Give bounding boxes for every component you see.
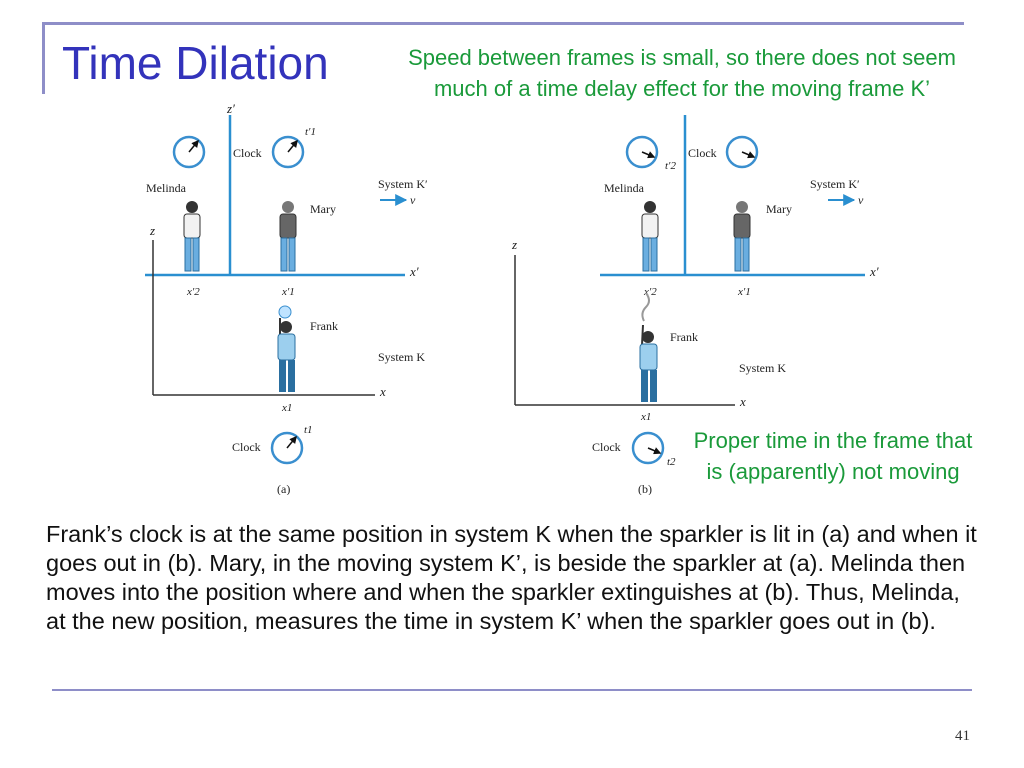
panel-b-melinda-label: Melinda <box>604 181 645 195</box>
panel-b-x1-prime-label: x′1 <box>737 286 751 298</box>
panel-a-clock-bottom-label: Clock <box>232 440 261 454</box>
panel-a-mary-figure <box>279 201 297 272</box>
panel-a-frank-figure <box>277 305 296 392</box>
panel-a-x1-label: x1 <box>281 402 292 414</box>
panel-a-x-prime-label: x′ <box>409 264 419 279</box>
panel-a-melinda-clock <box>172 135 206 169</box>
slide-title: Time Dilation <box>62 37 329 89</box>
panel-b-t2-prime-label: t′2 <box>665 160 676 172</box>
panel-a-melinda-figure <box>183 201 201 272</box>
explanation-paragraph: Frank’s clock is at the same position in… <box>46 521 977 634</box>
panel-b-x1-label: x1 <box>640 411 651 423</box>
panel-a: z′ x′ z x Clock t′1 Melinda Mary <box>145 101 428 495</box>
panel-b-x-prime-label: x′ <box>869 264 879 279</box>
panel-b-clock-top-label: Clock <box>688 146 717 160</box>
speed-note: Speed between frames is small, so there … <box>408 45 956 101</box>
panel-a-z-label: z <box>149 223 155 238</box>
panel-a-frank-label: Frank <box>310 319 338 333</box>
panel-a-mary-label: Mary <box>310 202 336 216</box>
top-rule <box>42 22 964 25</box>
panel-a-system-k-label: System K <box>378 350 425 364</box>
panel-a-mary-clock <box>271 135 305 169</box>
panel-b-frank-label: Frank <box>670 330 698 344</box>
time-dilation-figure: z′ x′ z x Clock t′1 Melinda Mary <box>145 101 879 495</box>
panel-a-x-label: x <box>379 384 386 399</box>
panel-b-system-k-prime-label: System K′ <box>810 177 860 191</box>
panel-a-caption: (a) <box>277 482 290 495</box>
panel-b-mary-label: Mary <box>766 202 792 216</box>
panel-b-frank-clock <box>631 431 665 465</box>
panel-b-x2-prime-label: x′2 <box>643 286 657 298</box>
panel-b-system-k-label: System K <box>739 361 786 375</box>
panel-b-z-label: z <box>511 237 517 252</box>
panel-b-t2-label: t2 <box>667 456 676 468</box>
panel-a-t1-label: t1 <box>304 424 313 436</box>
panel-a-clock-top-label: Clock <box>233 146 262 160</box>
panel-a-system-k-prime-label: System K′ <box>378 177 428 191</box>
panel-a-z-prime-label: z′ <box>226 101 235 116</box>
panel-a-velocity-label: v⃗ <box>410 193 425 207</box>
panel-a-x1-prime-label: x′1 <box>281 286 295 298</box>
panel-b-velocity-label: v⃗ <box>858 193 873 207</box>
bottom-rule <box>52 689 972 691</box>
panel-b-mary-clock <box>725 135 759 169</box>
panel-b-clock-bottom-label: Clock <box>592 440 621 454</box>
panel-b-x-label: x <box>739 394 746 409</box>
panel-b-melinda-clock <box>625 135 659 169</box>
panel-b-frank-figure <box>639 292 658 402</box>
panel-a-sparkler-lit <box>278 305 292 319</box>
proper-time-note: Proper time in the frame that is (appare… <box>693 428 973 484</box>
panel-b: x′ z x Clock t′2 Melinda Mary <box>511 115 879 495</box>
panel-b-mary-figure <box>733 201 751 272</box>
left-rule <box>42 22 45 94</box>
panel-a-frank-clock <box>270 431 304 465</box>
panel-a-t1-prime-label: t′1 <box>305 126 316 138</box>
panel-b-sparkler-smoke <box>641 292 650 322</box>
panel-b-caption: (b) <box>638 482 652 495</box>
panel-a-melinda-label: Melinda <box>146 181 187 195</box>
page-number: 41 <box>955 728 970 744</box>
panel-a-x2-prime-label: x′2 <box>186 286 200 298</box>
panel-b-melinda-figure <box>641 201 659 272</box>
